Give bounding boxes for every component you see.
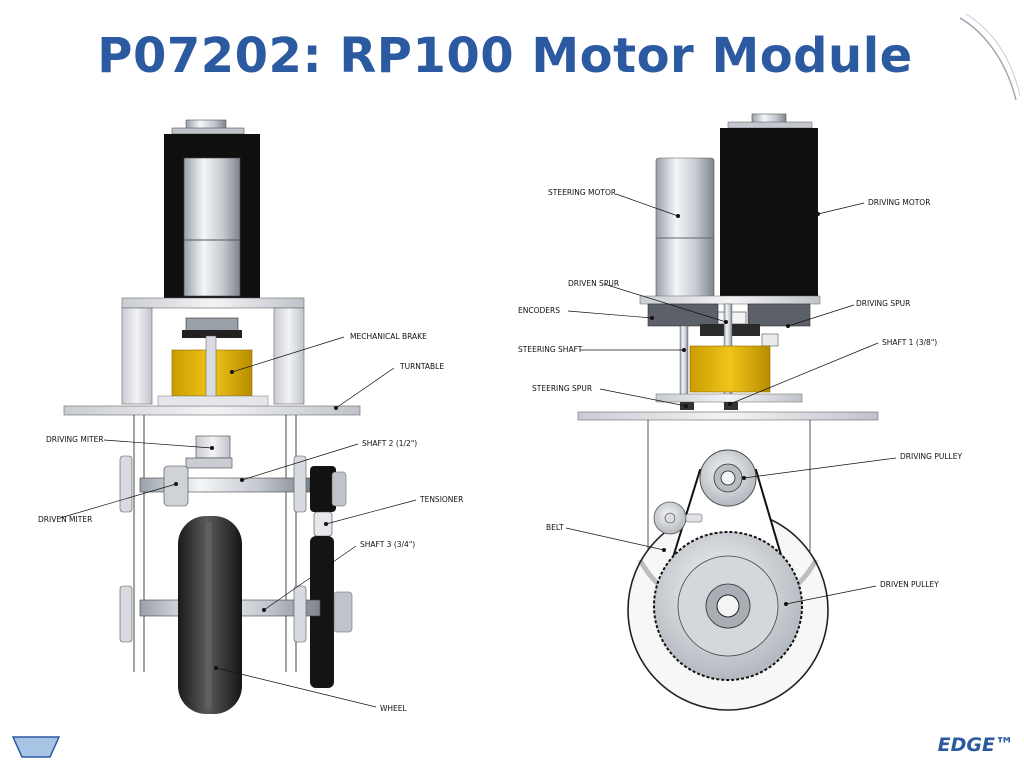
label-driven-miter: DRIVEN MITER <box>38 515 92 524</box>
left-fork-and-drivetrain <box>119 415 353 714</box>
edge-brand-logo: EDGE™ <box>937 734 1014 756</box>
left-leader-lines <box>59 336 417 708</box>
right-gearbox <box>577 303 879 421</box>
label-shaft2: SHAFT 2 (1/2") <box>362 439 417 448</box>
driving-motor-body <box>720 128 818 296</box>
right-leader-lines <box>565 193 897 605</box>
label-driving-motor: DRIVING MOTOR <box>868 198 930 207</box>
right-brake-block <box>689 345 771 393</box>
label-mechanical-brake: MECHANICAL BRAKE <box>350 332 427 341</box>
label-tensioner: TENSIONER <box>419 495 463 504</box>
steering-motor-body <box>655 157 715 299</box>
right-turntable-plate <box>577 411 879 421</box>
label-steering-motor: STEERING MOTOR <box>548 188 616 197</box>
left-labels: MECHANICAL BRAKE TURNTABLE DRIVING MITER… <box>38 332 463 713</box>
label-wheel: WHEEL <box>380 704 408 713</box>
slide-nav-button[interactable] <box>12 736 60 758</box>
left-motor-assembly <box>164 119 260 300</box>
label-driven-pulley: DRIVEN PULLEY <box>880 580 939 589</box>
label-steering-spur: STEERING SPUR <box>532 384 592 393</box>
left-leader-dots <box>174 370 338 670</box>
right-labels: STEERING MOTOR DRIVING MOTOR DRIVEN SPUR… <box>518 188 962 589</box>
left-motor-gearhead <box>183 157 241 297</box>
upper-sprocket <box>310 466 336 512</box>
slide-title: P07202: RP100 Motor Module <box>97 28 913 84</box>
right-leader-dots <box>650 212 820 606</box>
label-steering-shaft: STEERING SHAFT <box>518 345 583 354</box>
right-motors <box>639 113 821 305</box>
corner-swoosh-decoration <box>959 13 1021 101</box>
label-shaft3: SHAFT 3 (3/4") <box>360 540 415 549</box>
right-pulley-housing <box>627 420 829 711</box>
left-motor-top-flange <box>171 127 245 135</box>
label-driven-spur: DRIVEN SPUR <box>568 279 619 288</box>
steering-shaft-bar <box>679 325 689 397</box>
left-turntable-frame <box>63 297 361 416</box>
label-driving-miter: DRIVING MITER <box>46 435 104 444</box>
label-encoders: ENCODERS <box>518 306 560 315</box>
tensioner-pulley <box>313 511 333 537</box>
label-driving-spur: DRIVING SPUR <box>856 299 910 308</box>
left-turntable-plate <box>63 405 361 416</box>
label-belt: BELT <box>546 523 564 532</box>
label-turntable: TURNTABLE <box>399 362 444 371</box>
label-driving-pulley: DRIVING PULLEY <box>900 452 962 461</box>
label-shaft1: SHAFT 1 (3/8") <box>882 338 937 347</box>
